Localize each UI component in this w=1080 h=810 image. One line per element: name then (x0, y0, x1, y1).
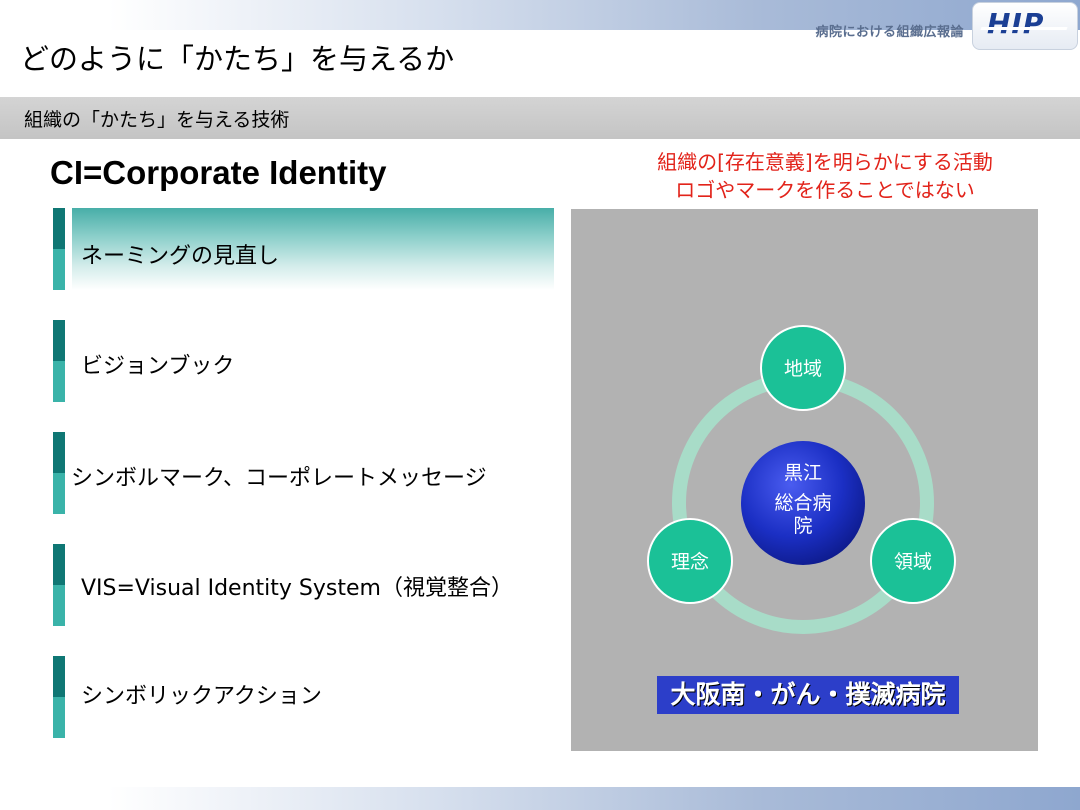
item-bar (53, 320, 65, 361)
item-bar (53, 473, 65, 514)
item-bar (53, 544, 65, 585)
center-node (741, 441, 865, 565)
item-bar (53, 208, 65, 249)
list-item-label: シンボルマーク、コーポレートメッセージ (71, 466, 487, 491)
item-highlight (72, 208, 554, 290)
list-item-symbolic-action: シンボリックアクション (53, 656, 573, 738)
node-top (760, 325, 846, 411)
list-item-naming: ネーミングの見直し (53, 208, 573, 290)
hip-logo: HIP (972, 2, 1078, 50)
red-note-line-1: 組織の[存在意義]を明らかにする活動 (657, 150, 993, 174)
node-top-label: 地域 (784, 358, 822, 380)
logo-stripe (980, 27, 1068, 30)
subtitle: 組織の「かたち」を与える技術 (24, 109, 290, 131)
org-title: 病院における組織広報論 (815, 25, 964, 40)
diagram-panel: 地域 理念 領域 黒江 総合病 院 (571, 209, 1038, 751)
top-band (0, 0, 1080, 30)
list-item-label: シンボリックアクション (81, 684, 322, 709)
list-item-symbol-mark: シンボルマーク、コーポレートメッセージ (53, 432, 573, 514)
item-bar (53, 697, 65, 738)
list-item-vis: VIS=Visual Identity System（視覚整合） (53, 544, 573, 626)
node-left (647, 518, 733, 604)
red-note-line-2: ロゴやマークを作ることではない (675, 178, 975, 202)
item-bar (53, 585, 65, 626)
list-item-label: VIS=Visual Identity System（視覚整合） (81, 576, 513, 601)
center-label-line-2: 総合病 (774, 492, 831, 514)
item-bar (53, 249, 65, 290)
list-item-label: ネーミングの見直し (81, 244, 280, 269)
subtitle-band: 組織の「かたち」を与える技術 (0, 97, 1080, 139)
center-label-line-3: 院 (793, 515, 812, 537)
center-label-line-1: 黒江 (784, 462, 822, 484)
ci-heading: CI=Corporate Identity (50, 154, 387, 191)
list-item-label: ビジョンブック (81, 354, 235, 379)
node-right (870, 518, 956, 604)
item-bar (53, 361, 65, 402)
red-note: 組織の[存在意義]を明らかにする活動 ロゴやマークを作ることではない (600, 148, 1050, 204)
bottom-band (0, 787, 1080, 810)
node-left-label: 理念 (671, 550, 709, 573)
page-title: どのように「かたち」を与えるか (20, 42, 455, 76)
list-item-vision-book: ビジョンブック (53, 320, 573, 402)
item-bar (53, 432, 65, 473)
item-bar (53, 656, 65, 697)
node-right-label: 領域 (894, 551, 932, 573)
hospital-slogan: 大阪南・がん・撲滅病院 (657, 676, 959, 714)
relationship-diagram: 地域 理念 領域 黒江 総合病 院 (647, 325, 956, 634)
hip-logo-text: HIP (987, 7, 1045, 40)
